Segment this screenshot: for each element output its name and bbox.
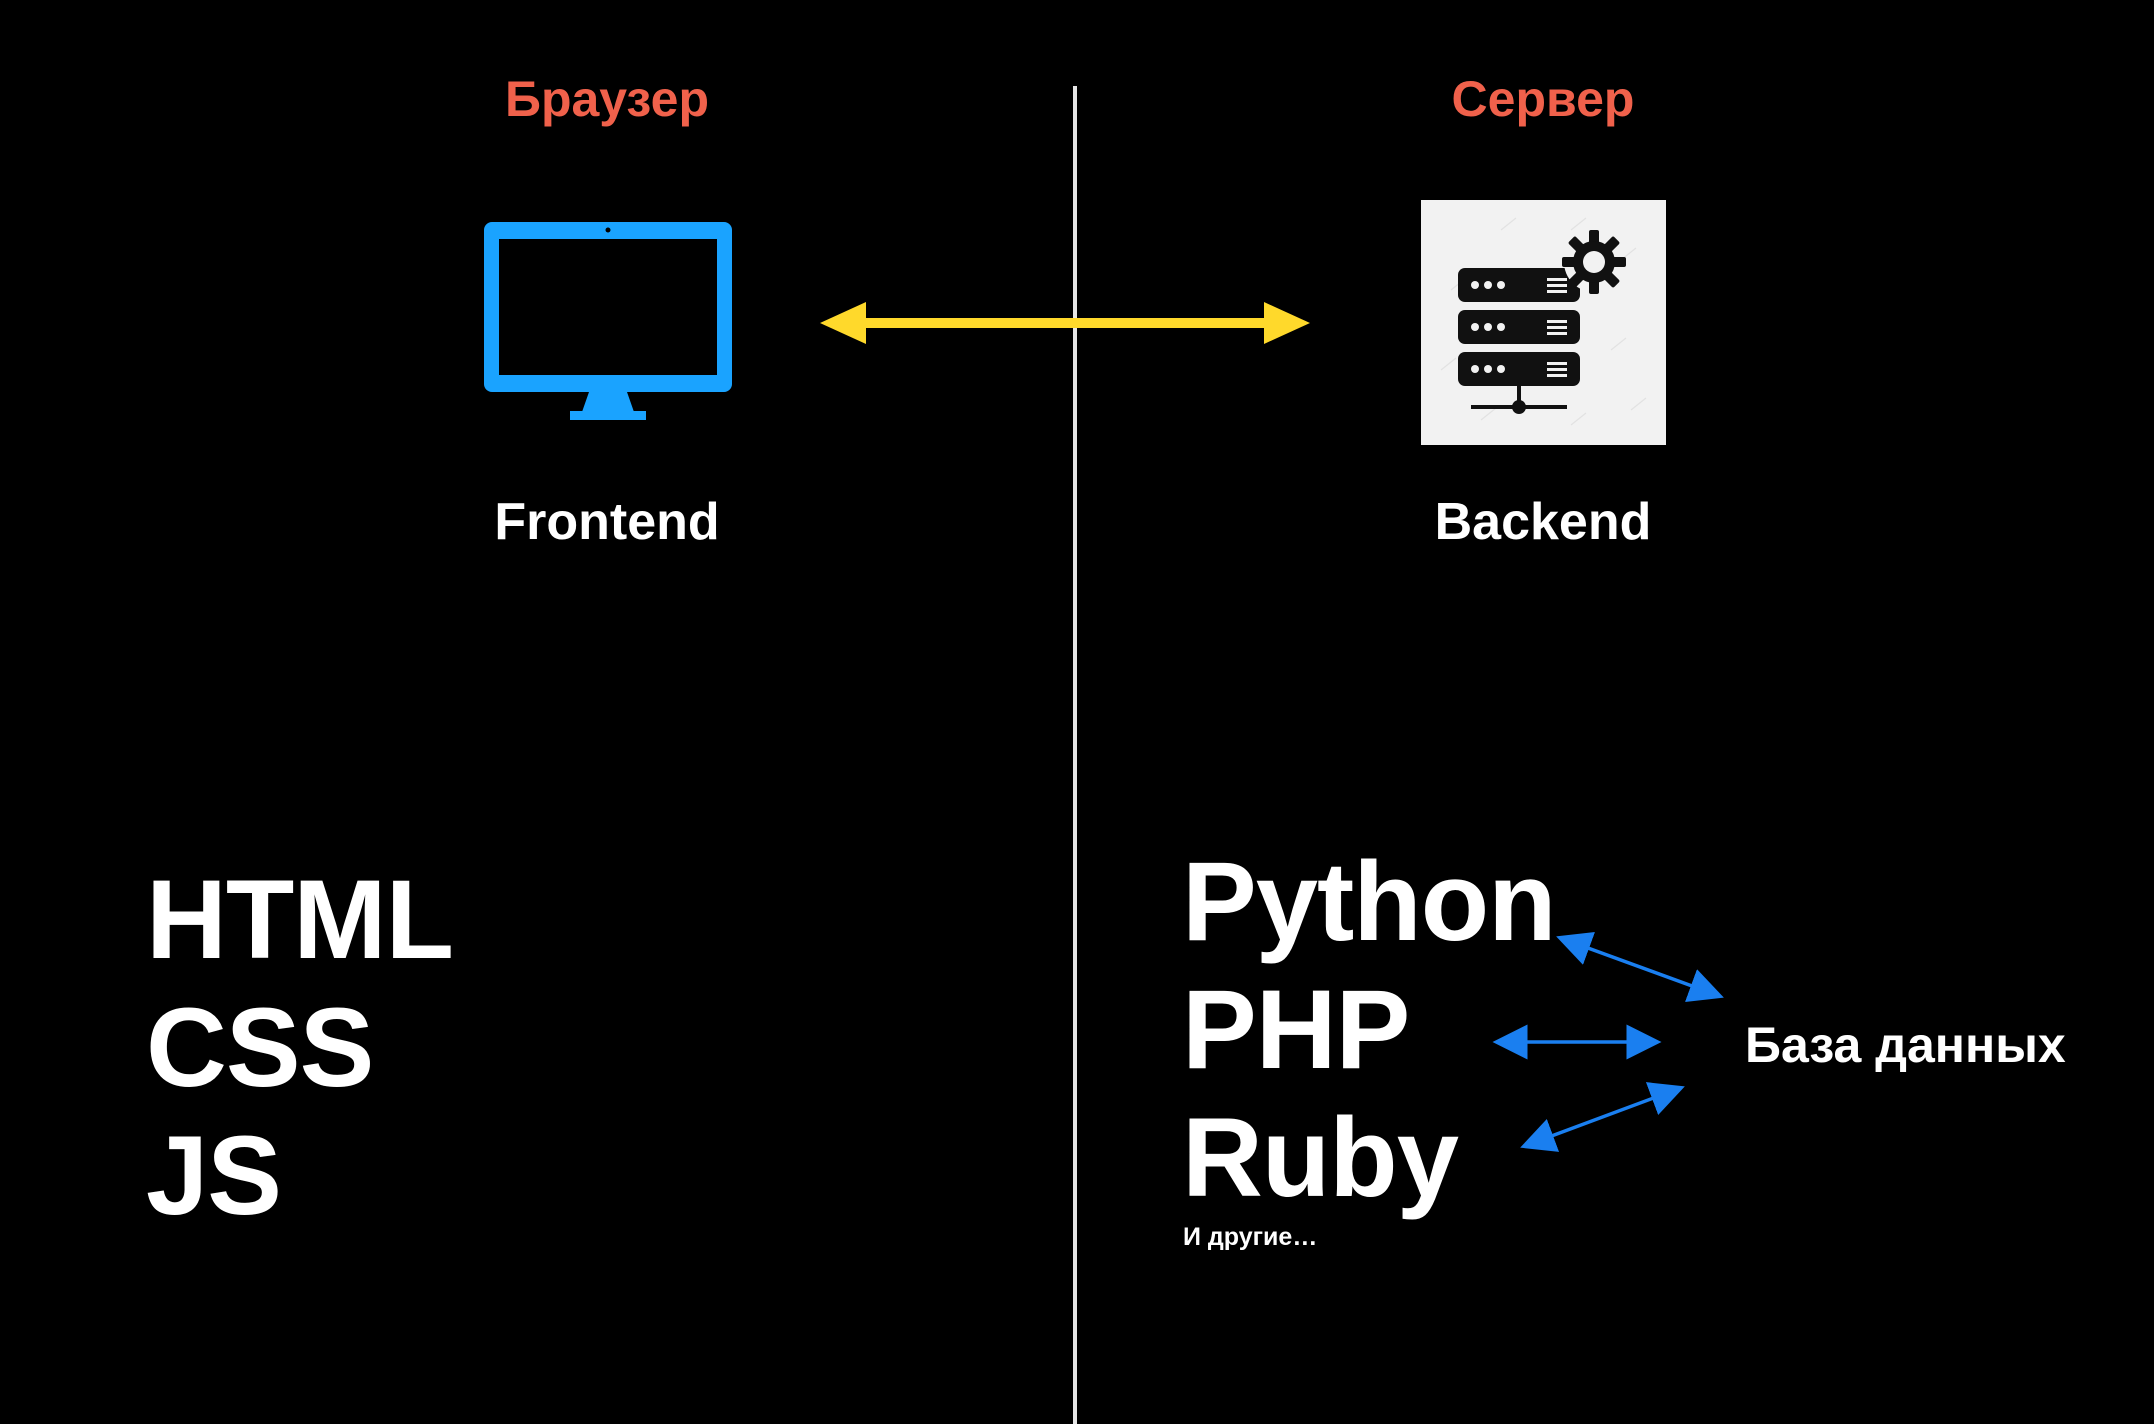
- tech-html: HTML: [146, 857, 454, 982]
- backend-label: Backend: [1434, 493, 1652, 551]
- frontend-label: Frontend: [494, 493, 720, 551]
- browser-title: Браузер: [505, 71, 709, 127]
- tech-js: JS: [146, 1113, 282, 1238]
- tech-python: Python: [1182, 839, 1557, 964]
- backend-tech-list: Python PHP Ruby: [1182, 838, 1557, 1222]
- tech-ruby: Ruby: [1182, 1095, 1459, 1220]
- server-gear-icon: [1421, 200, 1666, 445]
- monitor-icon: [484, 222, 732, 420]
- browser-server-arrow: [820, 302, 1310, 344]
- center-divider: [1073, 86, 1077, 1424]
- tech-css: CSS: [146, 985, 374, 1110]
- others-note: И другие…: [1183, 1223, 1318, 1251]
- frontend-tech-list: HTML CSS JS: [146, 856, 454, 1240]
- tech-php: PHP: [1182, 967, 1410, 1092]
- server-title: Сервер: [1451, 71, 1635, 127]
- database-label: База данных: [1745, 1017, 2066, 1073]
